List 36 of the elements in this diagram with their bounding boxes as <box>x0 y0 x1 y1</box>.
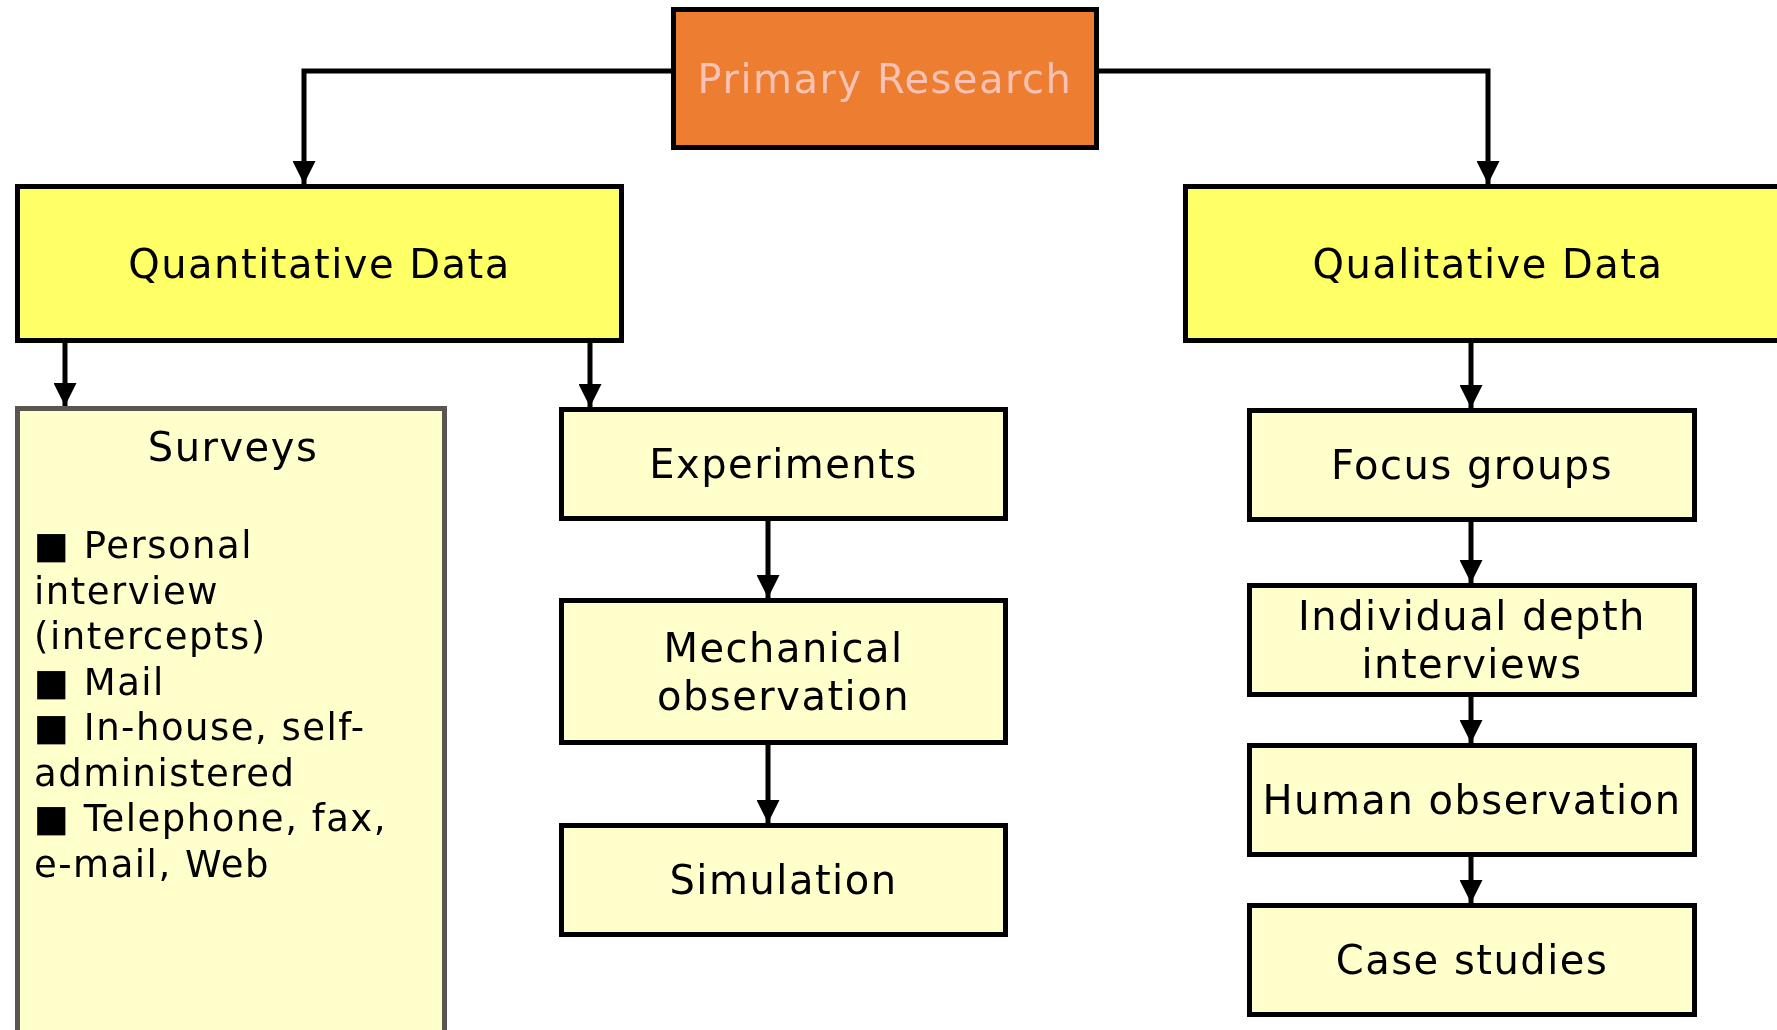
arrow <box>53 343 77 406</box>
arrow <box>756 521 780 598</box>
method-box <box>1247 743 1697 857</box>
category-box <box>1183 184 1777 343</box>
arrow <box>1099 68 1500 184</box>
method-box <box>1247 583 1697 697</box>
box-label: Case studies <box>1335 936 1609 984</box>
arrow <box>1459 343 1483 408</box>
method-box <box>559 823 1008 937</box>
arrow <box>1459 697 1483 743</box>
arrow <box>292 68 671 184</box>
method-box <box>15 406 447 1030</box>
box-label: Qualitative Data <box>1312 239 1664 288</box>
list-item: ■ Mail <box>34 659 166 705</box>
method-box <box>1247 903 1697 1017</box>
arrow <box>1459 522 1483 583</box>
box-label: Focus groups <box>1331 441 1613 489</box>
arrow <box>1459 857 1483 903</box>
arrow <box>578 343 602 407</box>
list-item: ■ In-house, self-administered <box>34 705 367 796</box>
box-heading: Surveys <box>147 423 319 471</box>
method-box <box>559 598 1008 745</box>
list-item: ■ Telephone, fax, e-mail, Web <box>34 796 388 887</box>
box-label: Mechanical observation <box>655 623 912 720</box>
category-box <box>15 184 624 343</box>
title-box <box>671 7 1099 150</box>
box-label: Individual depth interviews <box>1297 592 1647 688</box>
method-box <box>1247 408 1697 522</box>
box-label: Experiments <box>649 440 918 488</box>
arrow <box>756 745 780 823</box>
box-label: Human observation <box>1262 776 1682 824</box>
box-label: Quantitative Data <box>128 239 511 288</box>
method-box <box>559 407 1008 521</box>
list-item: ■ Personal interview (intercepts) <box>34 523 268 660</box>
box-label: Primary Research <box>697 54 1073 103</box>
box-label: Simulation <box>669 856 898 904</box>
